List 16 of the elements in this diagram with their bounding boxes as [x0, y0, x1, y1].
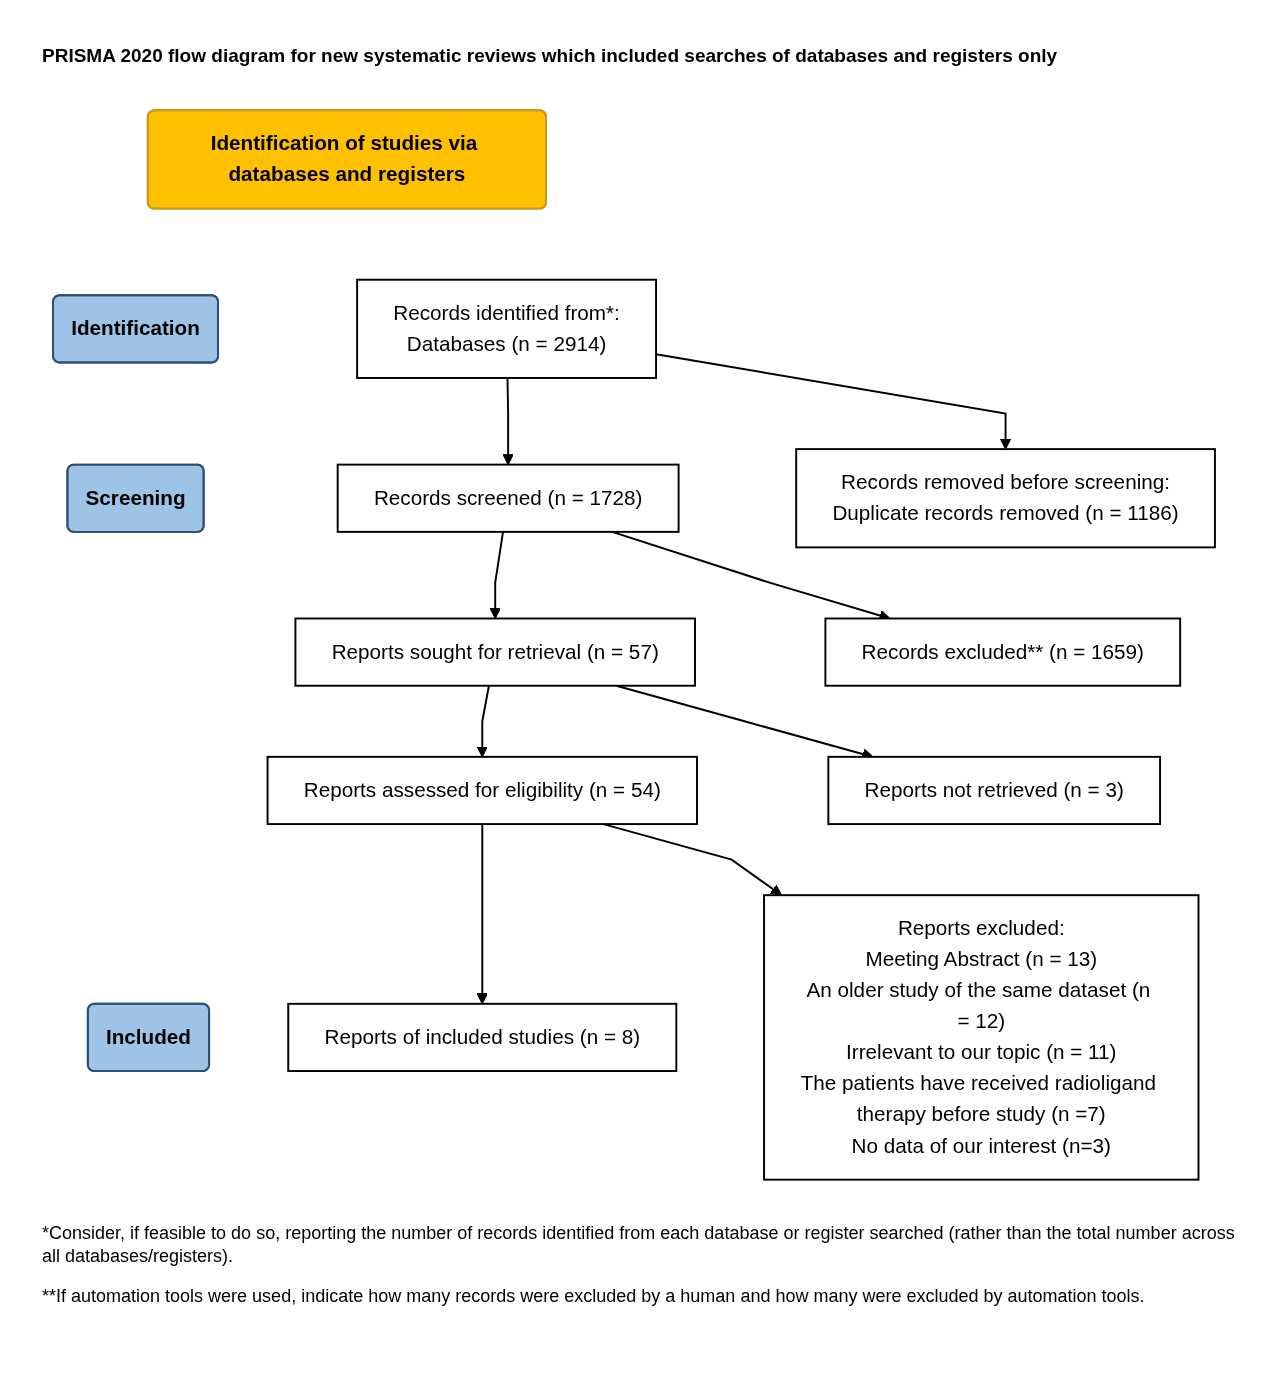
arrow — [489, 530, 504, 619]
node-box: Reports not retrieved (n = 3) — [827, 755, 1162, 826]
node-box: Records excluded** (n = 1659) — [824, 617, 1182, 687]
node-box: Records identified from*: Databases (n = 2914) — [356, 278, 657, 379]
diagram-title: PRISMA 2020 flow diagram for new systematic reviews which included searches of databases and registers only — [42, 44, 1059, 68]
arrow — [502, 377, 514, 466]
footnote: *Consider, if feasible to do so, reporting the number of records identified from each database or register searched (rather than the total number across all databases/registers). — [42, 1222, 1236, 1269]
node-box: Records screened (n = 1728) — [336, 463, 680, 533]
footnote: **If automation tools were used, indicate how many records were excluded by a human and how many were excluded by automation tools. — [42, 1284, 1146, 1308]
arrow — [476, 823, 488, 1005]
node-box: Records removed before screening: Duplicate records removed (n = 1186) — [795, 448, 1216, 549]
node-box: Reports of included studies (n = 8) — [287, 1002, 678, 1072]
node-box: Reports sought for retrieval (n = 57) — [294, 617, 696, 687]
node-box: Reports excluded: Meeting Abstract (n = 13) An older study of the same dataset (n = 12) Irrelevant to our topic (n = 11) The patients have received radioligand therapy before study (n =7) No data of our interest (n=3) — [763, 894, 1200, 1181]
node-box: Reports assessed for eligibility (n = 54) — [266, 755, 698, 826]
arrow — [476, 684, 490, 758]
